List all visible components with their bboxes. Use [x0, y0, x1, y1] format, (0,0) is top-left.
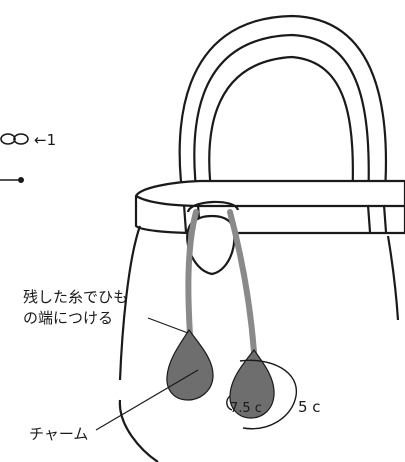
charm-right [229, 348, 275, 419]
leader-dot-icon [0, 177, 24, 183]
charm-left [166, 328, 214, 401]
attach-instruction-line1: 残した糸でひも [23, 288, 128, 306]
bag-handle [178, 14, 388, 206]
attach-instruction-line2: の端につける [23, 309, 113, 327]
bag-rim [118, 179, 405, 462]
loop-step-label: ←1 [34, 131, 56, 149]
charm-label: チャーム [29, 425, 88, 443]
dimension-bracket [226, 359, 297, 430]
dimension-outer-label: 5 c [298, 398, 321, 416]
chain-loop-icon [0, 133, 29, 145]
annotation-lines [95, 317, 199, 431]
charm-cords [185, 209, 257, 355]
dimension-inner-label: 7.5 c [230, 401, 262, 416]
